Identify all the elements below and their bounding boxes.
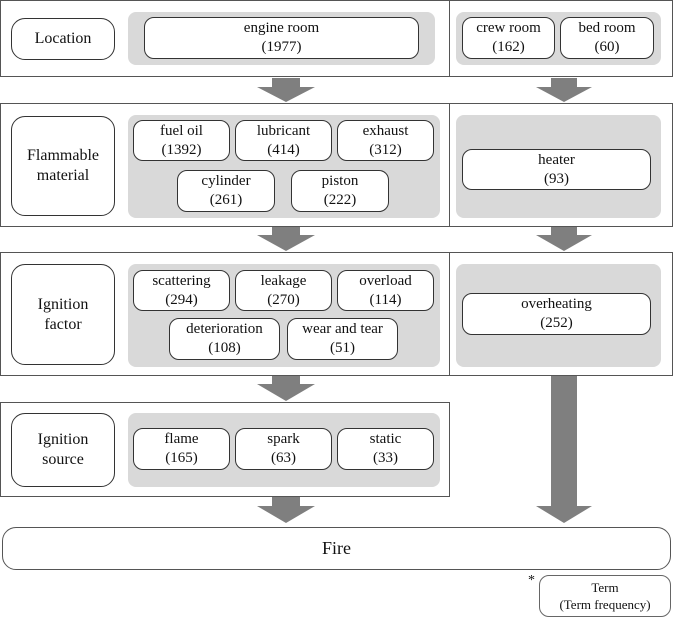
term-frequency: (165) — [165, 450, 198, 466]
location-label-text: Location — [34, 30, 92, 47]
term-exhaust: exhaust (312) — [337, 120, 434, 161]
term-overload: overload (114) — [337, 270, 434, 311]
term-frequency: (162) — [492, 39, 525, 55]
term-overheating: overheating (252) — [462, 293, 651, 335]
arrow-source-to-fire — [257, 497, 315, 523]
arrow-location-to-material — [257, 78, 315, 102]
term-spark: spark (63) — [235, 428, 332, 470]
term-lubricant: lubricant (414) — [235, 120, 332, 161]
term-frequency: (114) — [369, 291, 402, 308]
term-name: lubricant — [256, 122, 311, 139]
term-frequency: (63) — [271, 450, 296, 466]
term-static: static (33) — [337, 428, 434, 470]
term-frequency: (33) — [373, 450, 398, 466]
term-bed-room: bed room (60) — [560, 17, 654, 59]
arrow-right-location-to-material — [536, 78, 592, 102]
term-flame: flame (165) — [133, 428, 230, 470]
legend-term: Term — [591, 580, 619, 595]
term-frequency: (222) — [323, 192, 357, 208]
factor-label-line2: factor — [44, 315, 82, 333]
term-frequency: (414) — [267, 141, 300, 158]
term-name: heater — [538, 151, 575, 168]
factor-label-line1: Ignition — [37, 295, 89, 313]
legend-box: Term (Term frequency) — [539, 575, 671, 617]
term-name: bed room — [578, 20, 636, 36]
term-name: spark — [267, 431, 300, 447]
term-piston: piston (222) — [291, 170, 389, 212]
source-label: Ignition source — [11, 413, 115, 487]
term-crew-room: crew room (162) — [462, 17, 555, 59]
factor-label: Ignition factor — [11, 264, 115, 365]
term-name: scattering — [152, 272, 211, 289]
term-frequency: (1392) — [161, 141, 202, 158]
term-fuel-oil: fuel oil (1392) — [133, 120, 230, 161]
term-name: wear and tear — [302, 321, 383, 337]
term-frequency: (294) — [165, 291, 198, 308]
term-frequency: (312) — [369, 141, 402, 158]
legend-frequency: (Term frequency) — [559, 597, 651, 612]
source-label-line1: Ignition — [37, 431, 89, 448]
term-name: fuel oil — [160, 122, 203, 139]
fire-label: Fire — [322, 538, 351, 558]
term-wear-and-tear: wear and tear (51) — [287, 318, 398, 360]
term-name: piston — [321, 173, 359, 189]
fire-box: Fire — [2, 527, 671, 570]
term-frequency: (93) — [544, 170, 569, 187]
arrow-right-factor-to-fire — [536, 376, 592, 523]
term-frequency: (1977) — [261, 39, 302, 55]
term-name: cylinder — [201, 173, 251, 189]
term-name: leakage — [260, 272, 307, 289]
term-name: overheating — [521, 296, 592, 312]
term-frequency: (51) — [330, 340, 355, 356]
material-label: Flammable material — [11, 116, 115, 216]
term-frequency: (261) — [209, 192, 243, 208]
material-label-line1: Flammable — [27, 147, 99, 164]
arrow-right-material-to-factor — [536, 227, 592, 251]
term-deterioration: deterioration (108) — [169, 318, 280, 360]
source-label-line2: source — [42, 451, 84, 468]
term-name: crew room — [476, 20, 541, 36]
term-name: deterioration — [186, 321, 263, 337]
term-name: engine room — [243, 20, 320, 36]
location-label: Location — [11, 18, 115, 60]
arrow-factor-to-source — [257, 376, 315, 401]
term-name: exhaust — [362, 122, 409, 139]
term-heater: heater (93) — [462, 149, 651, 190]
term-name: flame — [164, 431, 199, 447]
term-name: static — [369, 431, 402, 447]
legend-marker: * — [528, 573, 535, 588]
material-label-line2: material — [36, 167, 90, 184]
arrow-material-to-factor — [257, 227, 315, 251]
term-cylinder: cylinder (261) — [177, 170, 275, 212]
term-frequency: (60) — [594, 39, 620, 55]
term-frequency: (108) — [208, 340, 241, 356]
term-scattering: scattering (294) — [133, 270, 230, 311]
term-name: overload — [359, 272, 412, 289]
term-leakage: leakage (270) — [235, 270, 332, 311]
term-engine-room: engine room (1977) — [144, 17, 419, 59]
term-frequency: (252) — [540, 315, 573, 331]
term-frequency: (270) — [267, 291, 300, 308]
